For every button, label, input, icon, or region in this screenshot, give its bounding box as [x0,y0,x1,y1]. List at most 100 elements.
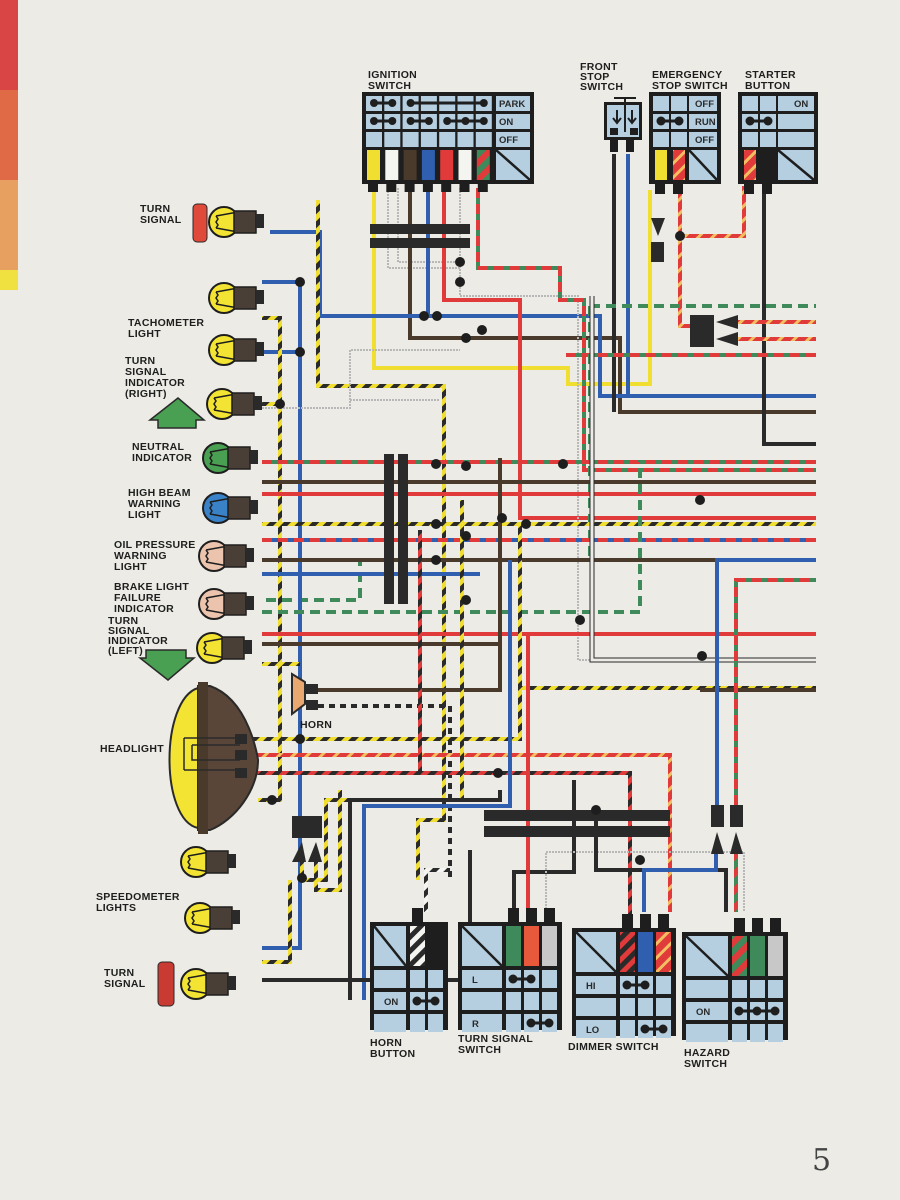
wire-color-swatch-red-green [476,150,490,180]
neutral-indicator-bulb [202,442,258,474]
contact [630,128,638,135]
connector-starter [690,315,738,347]
wire-terminal [404,184,415,192]
wire-color-swatch-gray [542,926,557,966]
speedometer-light-bulb-2 [184,902,240,934]
bulb-terminal [228,976,236,990]
horn-button-label-line: HORN [370,1037,402,1049]
wire-ry [678,186,746,238]
switch-position-cell [576,976,616,994]
wire-k [348,790,502,1000]
switch-cell [506,992,521,1010]
switch-cell [656,976,671,994]
bulb-socket [209,906,233,930]
turn-signal-indicator-left-label-line: TURN [108,615,138,627]
arrow-up-icon [308,842,322,862]
bulb-terminal [244,640,252,654]
junction-dot [461,461,471,471]
headlight-terminal [235,768,247,778]
brake-light-failure-indicator-label-line: FAILURE [114,592,161,604]
contact-dot [424,117,433,125]
wire-br [408,188,816,414]
switch-cell [428,970,443,988]
switch-cell [750,1024,765,1042]
turn-signal-right-label-line: TURN [140,203,170,215]
junction-dot [455,277,465,287]
wire-r [442,188,816,520]
wire-terminal [640,914,651,928]
junction-dot [493,768,503,778]
contact-dot [412,996,422,1006]
bulb-terminal [246,548,254,562]
bulb-socket [221,636,245,660]
contact-dot [406,99,415,107]
switch-position-label: OFF [695,135,714,146]
high-beam-warning-light-label-line: HIGH BEAM [128,487,191,499]
headlight-rim [198,682,208,834]
switch-cell [384,132,401,147]
neutral-indicator-label-line: NEUTRAL [132,441,185,453]
tachometer-light-bulb-2 [208,334,264,366]
switch-cell [439,132,456,147]
connector-emergency-stop [651,218,665,262]
contact-dot [479,117,488,125]
wire-color-swatch-gray [768,936,783,976]
connector-block [690,315,714,347]
switch-cell [542,992,557,1010]
switch-diagonal [495,149,531,181]
high-beam-warning-light-label-line: WARNING [128,498,181,510]
indicator-bulbs [180,206,264,1000]
bulb-socket [205,972,229,996]
junction-dot [297,873,307,883]
harness-bar-mid-1 [384,454,394,604]
horn [291,672,318,717]
wire-terminal [770,918,781,932]
switch-position-cell [686,980,728,998]
contact [610,128,618,135]
switch-cell [732,1024,747,1042]
neutral-indicator-label-line: INDICATOR [132,452,192,464]
switch-cell [366,132,382,147]
switch-diagonal [685,935,729,977]
oil-pressure-warning-light-label-line: OIL PRESSURE [114,539,196,551]
wire-ry [678,236,690,328]
switch-cell [506,1014,521,1032]
turn-signal-indicator-right-label-line: INDICATOR [125,377,185,389]
wire-terminal [744,184,754,194]
wire-terminal [386,184,397,192]
bulb-socket [233,286,257,310]
bulb-terminal [256,214,264,228]
wire-color-swatch-orange [524,926,539,966]
arrow-left-icon [716,332,738,346]
contact-dot [479,99,488,107]
wire-color-swatch-brown [403,150,417,180]
turn-signal-indicator-left-label-line: SIGNAL [108,625,150,637]
switch-position-label: ON [384,997,398,1008]
dimmer-switch-label: DIMMER SWITCH [568,1041,659,1053]
wire-terminal [622,914,633,928]
junction-dot [295,734,305,744]
contact-dot [430,996,440,1006]
wire-ry [247,753,672,912]
oil-pressure-warning-light-label-line: LIGHT [114,561,147,573]
horn-terminal [306,700,318,710]
switch-position-cell [686,1024,728,1042]
switch-position-label: RUN [695,117,716,128]
switch-position-cell [374,992,406,1010]
switch-cell [656,998,671,1016]
switch-position-cell [778,96,814,111]
edge-strip-segment [0,270,18,290]
switch-cell [542,970,557,988]
wire-bl [715,558,816,805]
wire-color-swatch-black [762,150,774,180]
wire-w [349,349,460,400]
switch-position-label: ON [696,1007,710,1018]
contact-dot [656,116,666,126]
